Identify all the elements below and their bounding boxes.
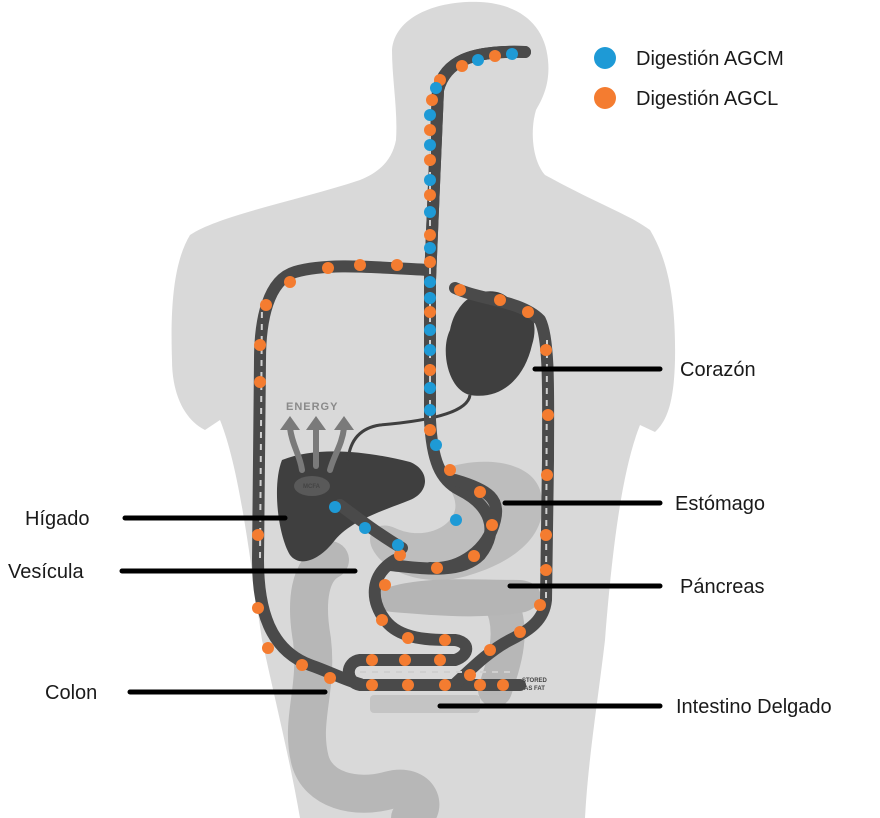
legend-mcfa-swatch [594,47,616,69]
label-gallbladder: Vesícula [8,561,84,583]
stored-label: STORED [522,678,548,684]
label-colon: Colon [45,682,97,704]
label-heart: Corazón [680,359,756,381]
legend: Digestión AGCM Digestión AGCL [594,47,784,110]
legend-lcfa-label: Digestión AGCL [636,88,778,110]
as-fat-label: AS FAT [524,686,545,692]
energy-label: ENERGY [286,401,338,413]
label-small-intestine: Intestino Delgado [676,696,832,718]
label-pancreas: Páncreas [680,576,765,598]
legend-lcfa-swatch [594,87,616,109]
energy-arrow-heads [280,416,354,430]
label-liver: Hígado [25,508,90,530]
liver-tag: MCFA [303,484,321,490]
label-stomach: Estómago [675,493,765,515]
legend-mcfa-label: Digestión AGCM [636,48,784,70]
